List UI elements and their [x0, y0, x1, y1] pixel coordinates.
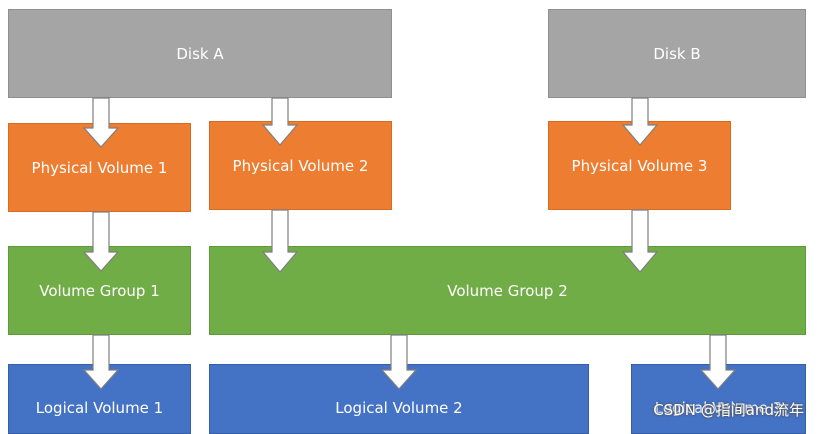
- disk-b-label: Disk B: [653, 44, 701, 63]
- volume-group-2-label: Volume Group 2: [447, 281, 568, 300]
- arrow-vg2-to-lv2: [380, 334, 418, 390]
- logical-volume-1-label: Logical Volume 1: [35, 399, 164, 417]
- disk-a-box: Disk A: [8, 9, 392, 98]
- arrow-vg1-to-lv1: [82, 334, 120, 390]
- arrow-pv1-to-vg1: [82, 211, 120, 272]
- physical-volume-1-label: Physical Volume 1: [31, 158, 168, 177]
- arrow-pv2-to-vg2: [261, 209, 299, 273]
- arrow-pv3-to-vg2: [621, 209, 659, 273]
- arrow-disk-a-to-pv2: [261, 97, 299, 146]
- physical-volume-2-label: Physical Volume 2: [232, 156, 369, 175]
- disk-b-box: Disk B: [548, 9, 806, 98]
- logical-volume-3-label: Logical Volume 3: [654, 399, 783, 417]
- watermark-text: CSDN @指间and流年: [653, 401, 804, 419]
- logical-volume-2-label: Logical Volume 2: [335, 399, 463, 417]
- disk-a-label: Disk A: [176, 44, 224, 63]
- volume-group-2-box: Volume Group 2: [209, 246, 806, 335]
- arrow-vg2-to-lv3: [699, 334, 737, 390]
- logical-volume-3-box: Logical Volume 3: [631, 364, 806, 434]
- arrow-disk-a-to-pv1: [82, 97, 120, 148]
- arrow-disk-b-to-pv3: [621, 97, 659, 146]
- physical-volume-2-box: Physical Volume 2: [209, 121, 392, 210]
- volume-group-1-label: Volume Group 1: [39, 281, 160, 300]
- physical-volume-3-label: Physical Volume 3: [571, 156, 708, 175]
